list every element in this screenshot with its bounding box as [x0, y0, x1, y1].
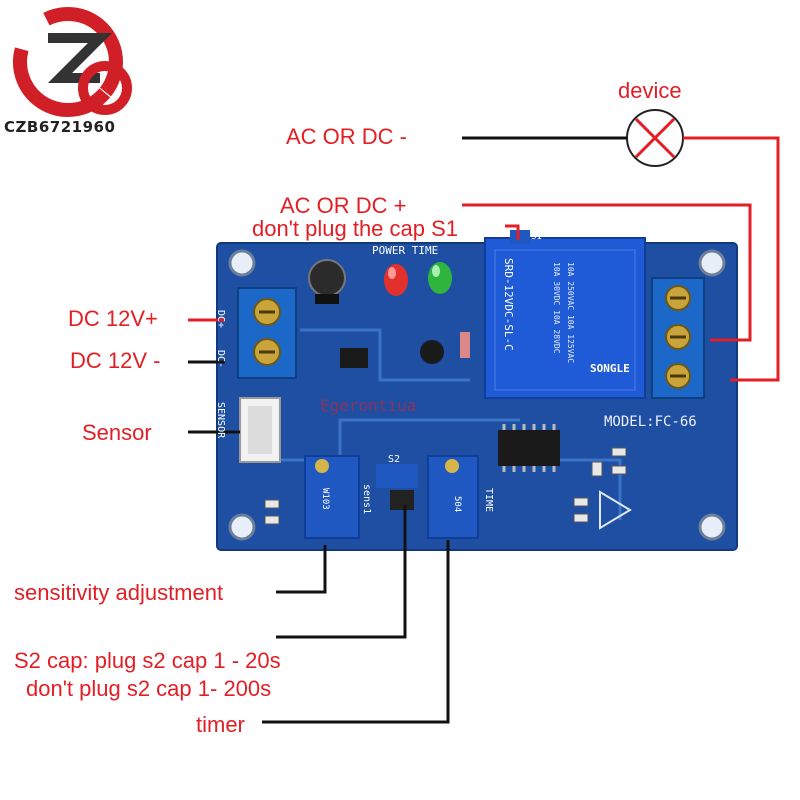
sens-silk-label: sens1 [361, 484, 372, 515]
dc-terminal-block [237, 287, 297, 379]
power-led [384, 264, 408, 296]
s2-cap-label-2: don't plug s2 cap 1- 200s [26, 676, 272, 701]
brand-logo-text: CZB6721960 [4, 118, 116, 136]
s2-silk-label: S2 [388, 454, 401, 465]
s2-cap-label-1: S2 cap: plug s2 cap 1 - 20s [14, 648, 281, 673]
dc-plus-label: DC+ [215, 310, 226, 329]
sensitivity-potentiometer [304, 455, 360, 539]
ac-dc-minus-label: AC OR DC - [286, 124, 407, 149]
dc12-plus-label: DC 12V+ [68, 306, 158, 331]
relay-rating-2: 10A 30VDC 10A 28VDC [552, 262, 561, 354]
device-label: device [618, 78, 682, 103]
relay-model-text: SRD-12VDC-SL-C [502, 258, 515, 351]
ac-dc-plus-label: AC OR DC + [280, 193, 407, 218]
relay-terminal-block [651, 277, 705, 399]
timer-label: timer [196, 712, 245, 737]
time-silk-label: TIME [483, 488, 494, 513]
transistor [340, 332, 470, 368]
pot1-code: W103 [320, 488, 330, 510]
relay-brand: SONGLE [590, 362, 630, 375]
wires [188, 136, 780, 724]
dc12-minus-label: DC 12V - [70, 348, 161, 373]
capacitor [308, 259, 346, 304]
triangle-mark [599, 490, 632, 530]
pot2-code: 504 [452, 496, 462, 513]
sensor-silk-label: SENSOR [215, 402, 226, 439]
relay [484, 237, 646, 399]
dc-minus-label: DC- [215, 350, 226, 369]
board-top-label: POWER TIME [372, 244, 439, 257]
time-led [428, 262, 452, 294]
device-lamp-icon [626, 109, 684, 167]
s1-jumper [510, 230, 530, 244]
brand-logo [13, 7, 132, 117]
sensor-connector [239, 397, 281, 463]
board-model-label: MODEL:FC-66 [604, 414, 697, 430]
watermark-text: Egerontiua [320, 396, 417, 415]
timer-potentiometer [427, 455, 479, 539]
smd-components [264, 447, 627, 525]
sensitivity-label: sensitivity adjustment [14, 580, 224, 605]
s1-silk-label: S1 [531, 232, 542, 242]
s2-jumper [376, 464, 418, 510]
sensor-label: Sensor [82, 420, 152, 445]
cap-s1-label: don't plug the cap S1 [252, 216, 459, 241]
ic-chip [498, 424, 560, 472]
relay-rating-1: 10A 250VAC 10A 125VAC [566, 262, 575, 364]
